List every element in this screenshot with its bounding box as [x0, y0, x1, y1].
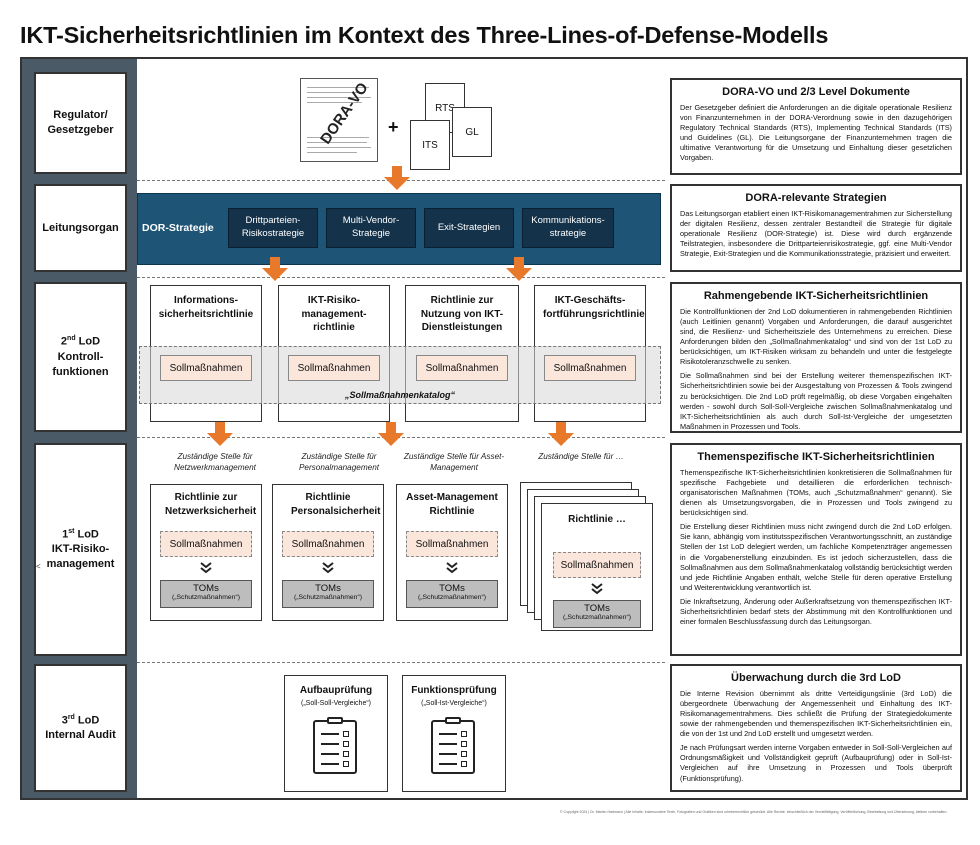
- dora-vo-document: DORA-VO: [300, 78, 378, 162]
- plus-sign: +: [388, 117, 399, 137]
- responsible-unit-label: Zuständige Stelle für Personalmanagement: [298, 452, 380, 472]
- toms-box: TOMs(„Schutzmaßnahmen“): [406, 580, 498, 608]
- row-label-leitungsorgan: Leitungsorgan: [34, 184, 127, 272]
- double-chevron-down-icon: [200, 562, 212, 574]
- strategy-kommunikation: Kommunikations-strategie: [522, 208, 614, 248]
- toms-box: TOMs(„Schutzmaßnahmen“): [553, 600, 641, 628]
- strategy-multi-vendor: Multi-Vendor-Strategie: [326, 208, 416, 248]
- double-chevron-down-icon: [322, 562, 334, 574]
- panel-rahmengebende-richtlinien: Rahmengebende IKT-Sicherheitsrichtlinien…: [670, 282, 962, 433]
- down-arrow-icon: [378, 422, 404, 446]
- audit-funktionspruefung: Funktionsprüfung („Soll-Ist-Vergleiche“): [402, 675, 506, 792]
- stray-mark: <: [36, 562, 41, 571]
- responsible-unit-label: Zuständige Stelle für …: [538, 452, 624, 461]
- page-title: IKT-Sicherheitsrichtlinien im Kontext de…: [20, 22, 829, 48]
- row-separator: [137, 277, 665, 278]
- soll-massnahmen-box: Sollmaßnahmen: [553, 552, 641, 578]
- toms-box: TOMs(„Schutzmaßnahmen“): [160, 580, 252, 608]
- double-chevron-down-icon: [446, 562, 458, 574]
- soll-massnahmen-box: Sollmaßnahmen: [544, 355, 636, 381]
- soll-massnahmen-box: Sollmaßnahmen: [160, 531, 252, 557]
- diagram-frame: [20, 57, 968, 800]
- its-document: ITS: [410, 120, 450, 170]
- sollmassnahmenkatalog-label: „Sollmaßnahmenkatalog“: [344, 390, 456, 400]
- panel-dora-vo: DORA-VO und 2/3 Level Dokumente Der Gese…: [670, 78, 962, 175]
- checklist-clipboard-icon: [313, 717, 357, 774]
- panel-ueberwachung-3rd-lod: Überwachung durch die 3rd LoD Die Intern…: [670, 664, 962, 792]
- toms-box: TOMs(„Schutzmaßnahmen“): [282, 580, 374, 608]
- soll-massnahmen-box: Sollmaßnahmen: [406, 531, 498, 557]
- strategy-drittparteien: Drittparteien-Risikostrategie: [228, 208, 318, 248]
- responsible-unit-label: Zuständige Stelle für Asset-Management: [403, 452, 505, 472]
- row-label-regulator: Regulator/ Gesetzgeber: [34, 72, 127, 174]
- down-arrow-icon: [506, 257, 532, 281]
- down-arrow-icon: [262, 257, 288, 281]
- soll-massnahmen-box: Sollmaßnahmen: [282, 531, 374, 557]
- double-chevron-down-icon: [591, 583, 603, 595]
- copyright-footer: © Copyright 2024 | Dr. Marten Hartmann |…: [560, 810, 948, 814]
- audit-aufbaupruefung: Aufbauprüfung („Soll-Soll-Vergleiche“): [284, 675, 388, 792]
- panel-strategien: DORA-relevante Strategien Das Leitungsor…: [670, 184, 962, 272]
- row-separator: [137, 662, 665, 663]
- dor-strategy-label: DOR-Strategie: [142, 222, 214, 234]
- soll-massnahmen-box: Sollmaßnahmen: [160, 355, 252, 381]
- soll-massnahmen-box: Sollmaßnahmen: [416, 355, 508, 381]
- down-arrow-icon: [207, 422, 233, 446]
- soll-massnahmen-box: Sollmaßnahmen: [288, 355, 380, 381]
- responsible-unit-label: Zuständige Stelle für Netzwerkmanagement: [174, 452, 256, 472]
- row-separator: [137, 437, 665, 438]
- strategy-exit: Exit-Strategien: [424, 208, 514, 248]
- checklist-clipboard-icon: [431, 717, 475, 774]
- down-arrow-icon: [384, 166, 410, 190]
- gl-document: GL: [452, 107, 492, 157]
- down-arrow-icon: [548, 422, 574, 446]
- panel-themenspezifische-richtlinien: Themenspezifische IKT-Sicherheitsrichtli…: [670, 443, 962, 656]
